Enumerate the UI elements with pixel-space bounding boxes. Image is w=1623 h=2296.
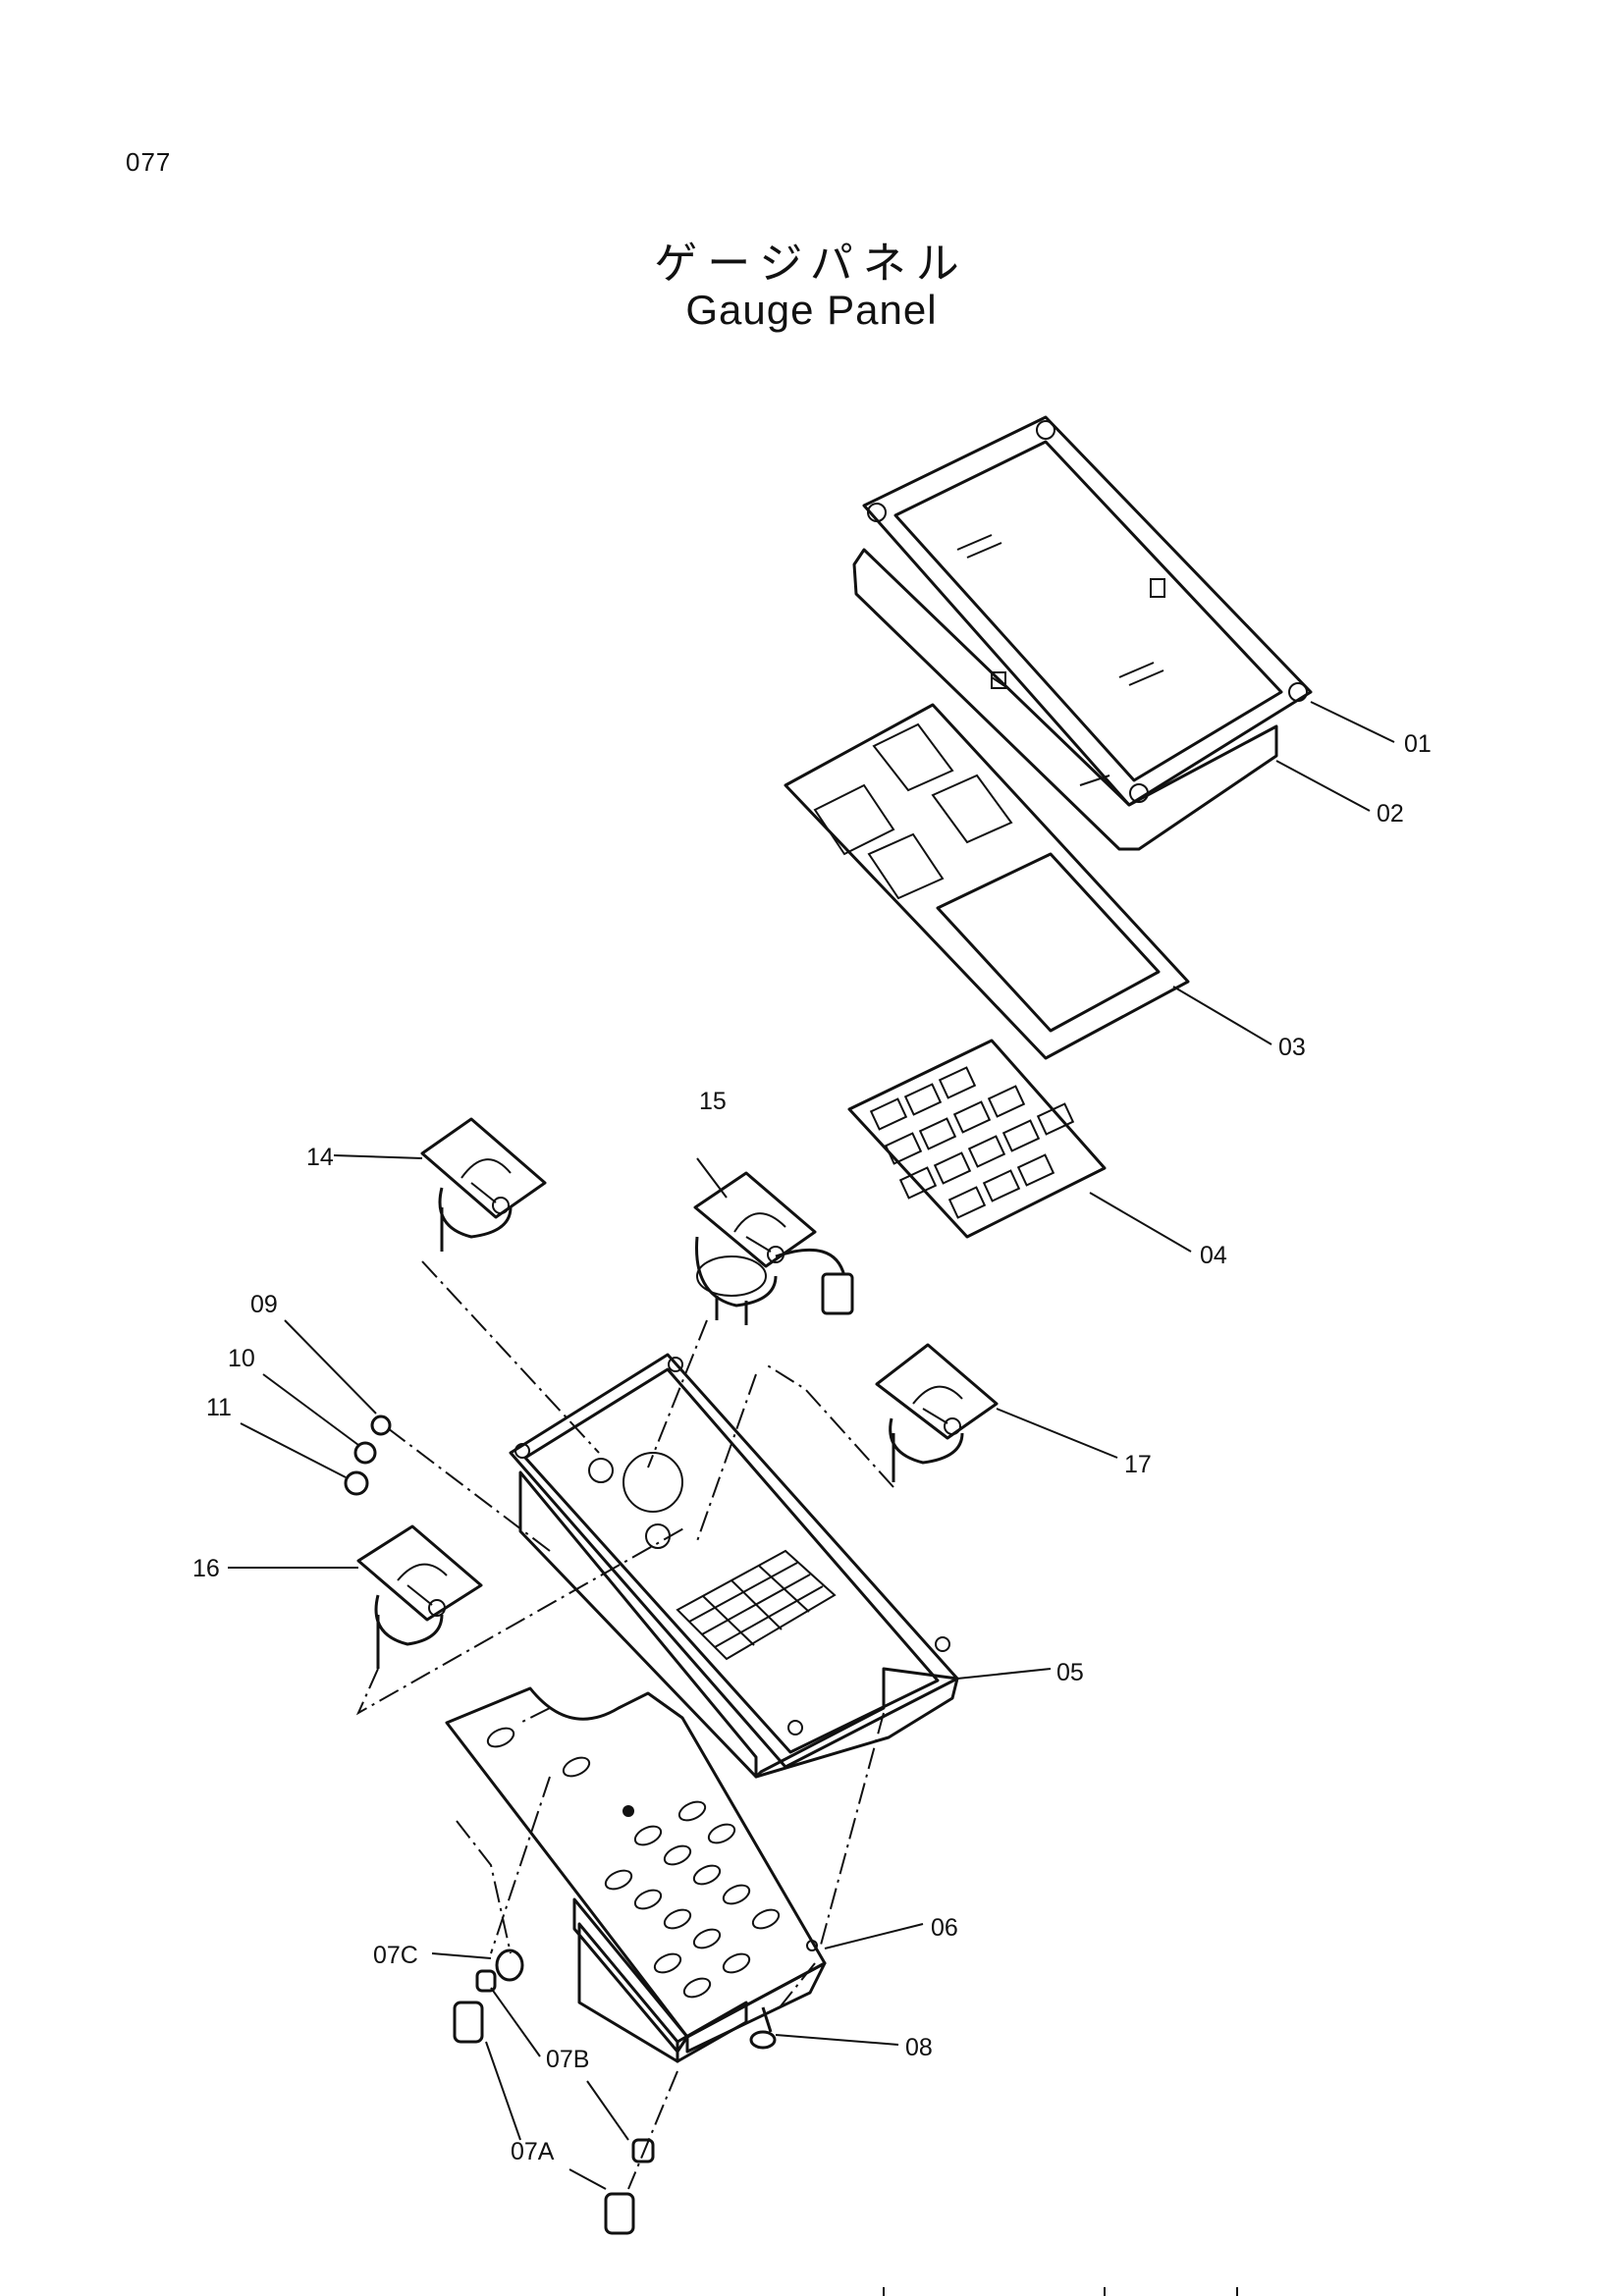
part-14-gauge — [420, 1117, 547, 1252]
part-05-case — [509, 1353, 959, 1779]
title-english: Gauge Panel — [685, 287, 938, 333]
callout-05: 05 — [1056, 1659, 1084, 1686]
callout-03: 03 — [1278, 1034, 1306, 1061]
part-03-mask-plate — [784, 703, 1190, 1060]
part-01-bezel — [862, 415, 1313, 807]
callout-07a: 07A — [511, 2138, 555, 2165]
part-04-lens-grid — [847, 1039, 1107, 1239]
parts-09-10-11-nuts — [344, 1415, 392, 1496]
footer-scan-marks — [883, 2287, 1238, 2296]
assembly-lines — [355, 1260, 894, 2190]
callout-04: 04 — [1200, 1242, 1227, 1269]
callout-07c: 07C — [373, 1942, 418, 1969]
callout-labels: 01 02 03 04 05 06 07A 07B 07C 08 09 10 1… — [192, 730, 1432, 2165]
part-15-gauge — [693, 1171, 854, 1325]
title-japanese: ゲージパネル — [654, 239, 969, 289]
part-08-screw — [749, 2006, 777, 2050]
part-06-circuit-board — [445, 1686, 827, 2063]
callout-06: 06 — [931, 1914, 958, 1942]
callout-10: 10 — [228, 1345, 255, 1372]
callout-08: 08 — [905, 2034, 933, 2061]
callout-16: 16 — [192, 1555, 220, 1582]
page-number: 077 — [126, 147, 172, 177]
callout-17: 17 — [1124, 1451, 1152, 1478]
callout-01: 01 — [1404, 730, 1432, 758]
part-02-housing — [852, 548, 1278, 851]
callout-09: 09 — [250, 1291, 278, 1318]
callout-07b: 07B — [546, 2046, 589, 2073]
leader-lines — [228, 701, 1395, 2190]
part-17-gauge — [875, 1343, 999, 1482]
callout-02: 02 — [1377, 800, 1404, 828]
part-16-gauge — [356, 1524, 483, 1669]
parts-07-connectors — [453, 1949, 655, 2235]
callout-14: 14 — [306, 1144, 334, 1171]
callout-15: 15 — [699, 1088, 727, 1115]
callout-11: 11 — [206, 1394, 232, 1421]
